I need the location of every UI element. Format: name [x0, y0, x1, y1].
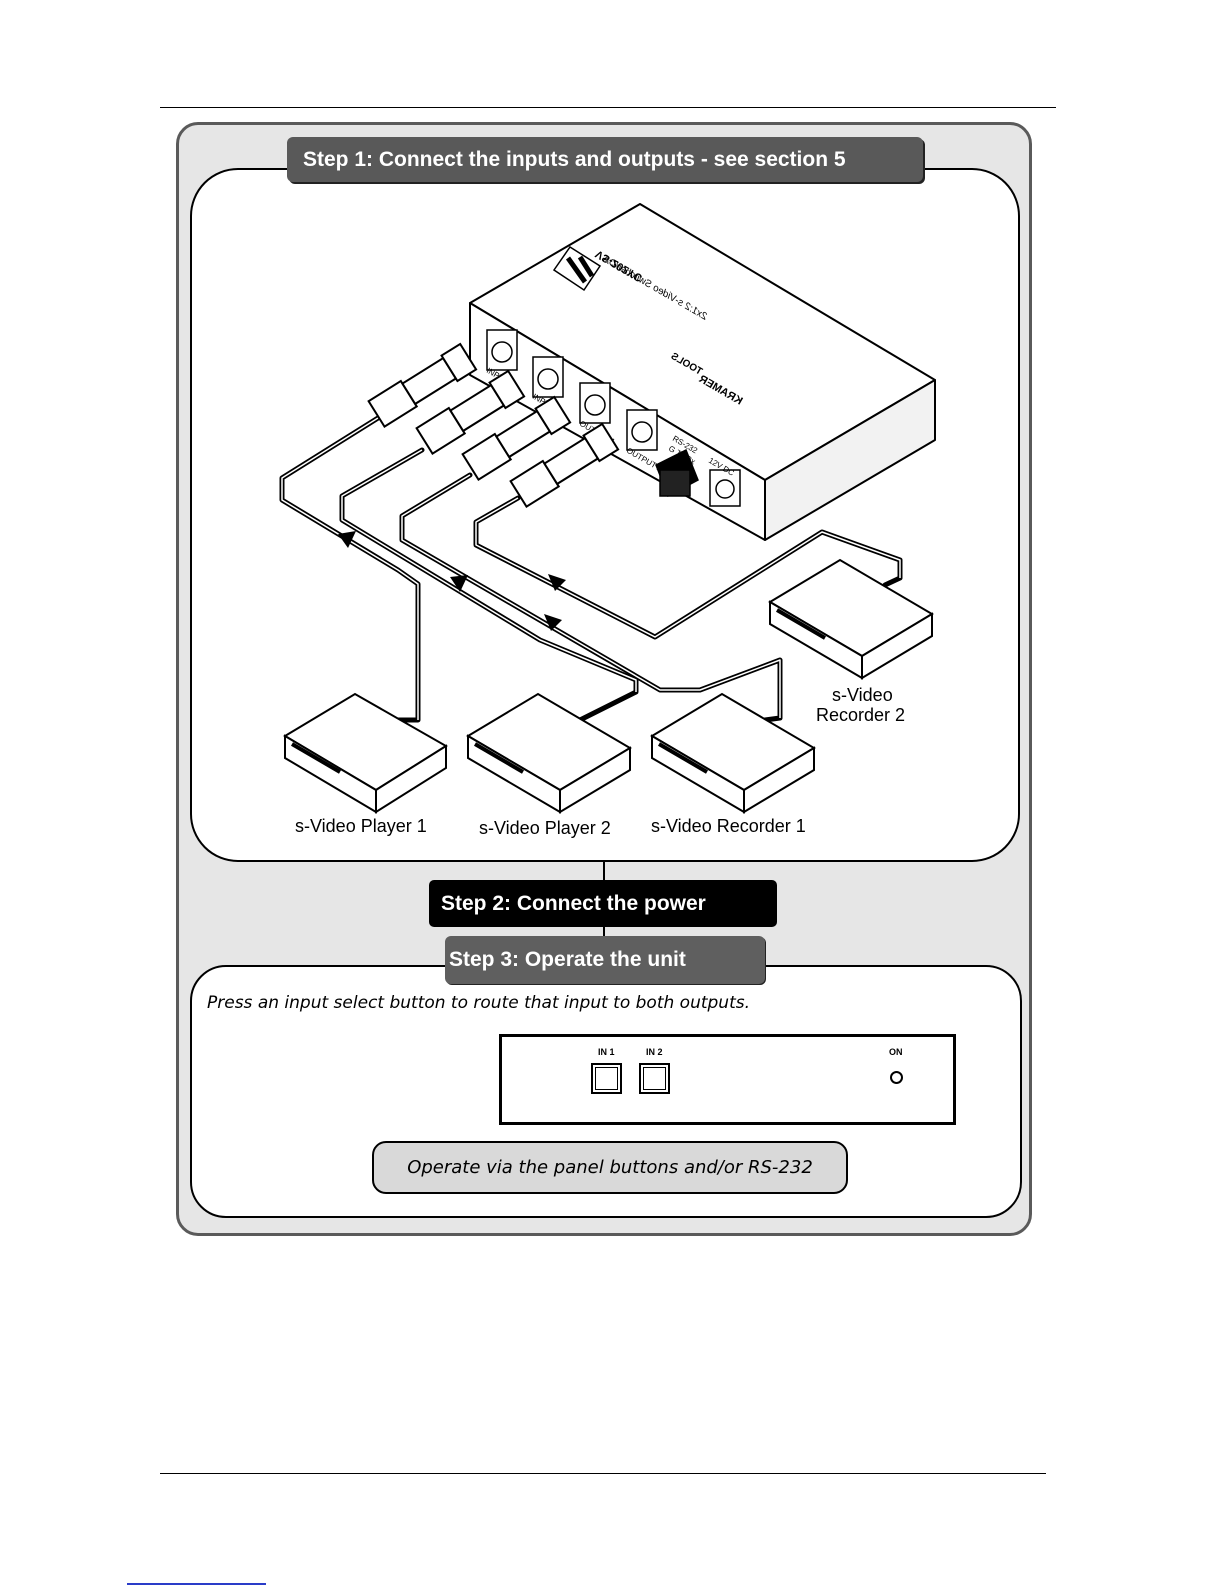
- bottom-rule: [160, 1473, 1046, 1474]
- top-rule: [160, 107, 1056, 108]
- vcr-player-1: [283, 692, 448, 814]
- label-player-1: s-Video Player 1: [295, 816, 427, 836]
- step-3-heading: Step 3: Operate the unit: [445, 936, 765, 984]
- connector-line-1: [603, 860, 605, 882]
- svideo-plugs: [367, 342, 620, 508]
- signal-arrows: [338, 531, 566, 631]
- label-recorder-2-line1: s-Video: [832, 685, 893, 705]
- rs232-terminal: [655, 448, 699, 498]
- in1-label: IN 1: [598, 1047, 615, 1057]
- vcr-player-2: [466, 692, 632, 814]
- step-1-heading: Step 1: Connect the inputs and outputs -…: [287, 137, 923, 182]
- front-panel: [499, 1034, 956, 1125]
- kramer-logo: [552, 245, 602, 292]
- port-sockets: [486, 329, 741, 507]
- on-label: ON: [889, 1047, 903, 1057]
- arrow-icon: [450, 575, 468, 592]
- operate-note: Operate via the panel buttons and/or RS-…: [372, 1141, 848, 1194]
- step-2-heading: Step 2: Connect the power: [429, 880, 777, 927]
- arrow-icon: [338, 531, 356, 548]
- vcr-recorder-2: [768, 558, 934, 680]
- label-player-2: s-Video Player 2: [479, 818, 611, 838]
- operate-instruction: Press an input select button to route th…: [207, 993, 750, 1013]
- arrow-icon: [544, 614, 562, 631]
- label-recorder-1: s-Video Recorder 1: [651, 816, 806, 836]
- vcr-recorder-1: [650, 692, 816, 814]
- in2-button[interactable]: [639, 1063, 670, 1094]
- connector-line-2: [603, 925, 605, 939]
- in2-label: IN 2: [646, 1047, 663, 1057]
- page-link-underline[interactable]: [127, 1583, 266, 1585]
- arrow-icon: [548, 574, 566, 591]
- in1-button[interactable]: [591, 1063, 622, 1094]
- power-led-icon: [890, 1071, 903, 1084]
- label-recorder-2-line2: Recorder 2: [816, 705, 906, 725]
- operate-note-text: Operate via the panel buttons and/or RS-…: [407, 1157, 813, 1178]
